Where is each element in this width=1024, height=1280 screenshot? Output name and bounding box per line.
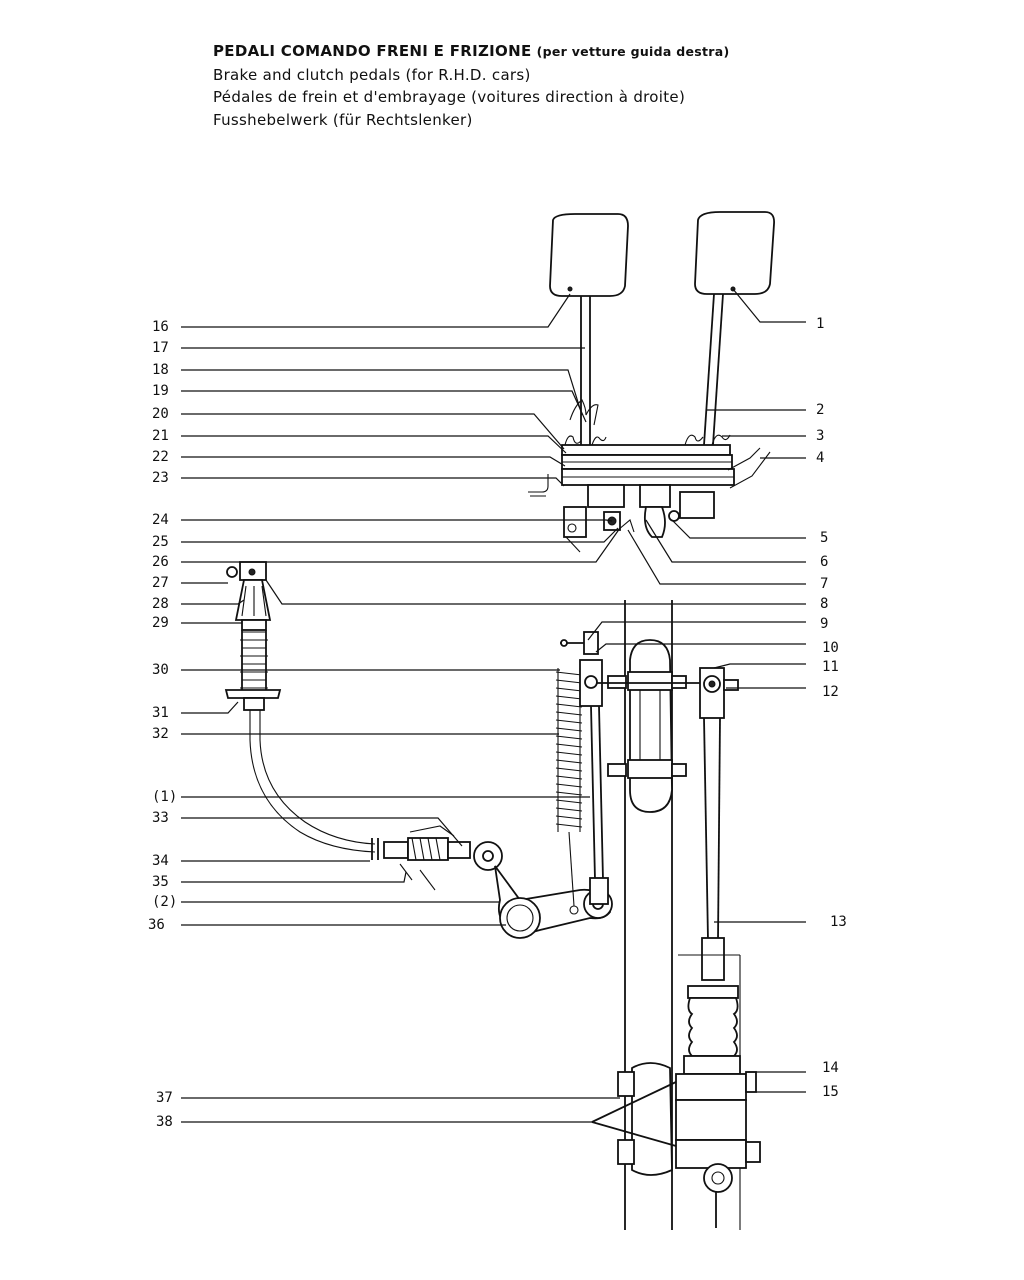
- clutch-pedal: [694, 211, 775, 446]
- label-31: 31: [152, 705, 169, 721]
- frame-rails: [596, 600, 700, 1230]
- label-12: 12: [822, 684, 839, 700]
- label-14: 14: [822, 1060, 839, 1076]
- adjusting-rod: [560, 631, 609, 905]
- label-4: 4: [816, 450, 824, 466]
- label-8: 8: [820, 596, 828, 612]
- label-5: 5: [820, 530, 828, 546]
- pedal-shaft-assembly: [528, 399, 771, 553]
- label-paren-2: (2): [152, 894, 177, 910]
- label-9: 9: [820, 616, 828, 632]
- return-spring: [555, 668, 583, 907]
- label-38: 38: [156, 1114, 173, 1130]
- label-23: 23: [152, 470, 169, 486]
- label-26: 26: [152, 554, 169, 570]
- title-english: Brake and clutch pedals (for R.H.D. cars…: [213, 65, 531, 84]
- label-16: 16: [152, 319, 169, 335]
- label-34: 34: [152, 853, 169, 869]
- label-13: 13: [830, 914, 847, 930]
- label-15: 15: [822, 1084, 839, 1100]
- label-36: 36: [148, 917, 165, 933]
- leader-lines-left: [181, 293, 621, 1123]
- cable-boot-assembly: [224, 561, 376, 853]
- part-labels-right: 1 2 3 4 5 6 7 8 9 10 11 12 13 14 15: [816, 316, 847, 1100]
- diagram-titles: PEDALI COMANDO FRENI E FRIZIONE (per vet…: [213, 40, 730, 131]
- lower-mounting-bracket: [591, 1062, 677, 1176]
- label-37: 37: [156, 1090, 173, 1106]
- label-24: 24: [152, 512, 169, 528]
- label-1: 1: [816, 316, 824, 332]
- label-17: 17: [152, 340, 169, 356]
- label-25: 25: [152, 534, 169, 550]
- clutch-lever-assembly: [371, 825, 613, 939]
- label-18: 18: [152, 362, 169, 378]
- label-29: 29: [152, 615, 169, 631]
- label-6: 6: [820, 554, 828, 570]
- label-30: 30: [152, 662, 169, 678]
- label-22: 22: [152, 449, 169, 465]
- label-2: 2: [816, 402, 824, 418]
- label-10: 10: [822, 640, 839, 656]
- label-35: 35: [152, 874, 169, 890]
- label-27: 27: [152, 575, 169, 591]
- label-19: 19: [152, 383, 169, 399]
- label-28: 28: [152, 596, 169, 612]
- label-32: 32: [152, 726, 169, 742]
- label-paren-1: (1): [152, 789, 177, 805]
- title-italian: PEDALI COMANDO FRENI E FRIZIONE (per vet…: [213, 40, 730, 64]
- title-italian-note: (per vetture guida destra): [536, 44, 730, 59]
- part-labels-left: 16 17 18 19 20 21 22 23 24 25 26 27 28 2…: [148, 319, 177, 1130]
- title-french: Pédales de frein et d'embrayage (voiture…: [213, 88, 686, 106]
- master-cylinder-assembly: [675, 667, 761, 1230]
- label-21: 21: [152, 428, 169, 444]
- label-7: 7: [820, 576, 828, 592]
- title-german: Fusshebelwerk (für Rechtslenker): [213, 110, 473, 129]
- leader-lines-right: [265, 288, 806, 1093]
- label-3: 3: [816, 428, 824, 444]
- label-11: 11: [822, 659, 839, 675]
- brake-pedal: [549, 213, 629, 445]
- label-33: 33: [152, 810, 169, 826]
- title-italian-main: PEDALI COMANDO FRENI E FRIZIONE: [213, 42, 532, 60]
- label-20: 20: [152, 406, 169, 422]
